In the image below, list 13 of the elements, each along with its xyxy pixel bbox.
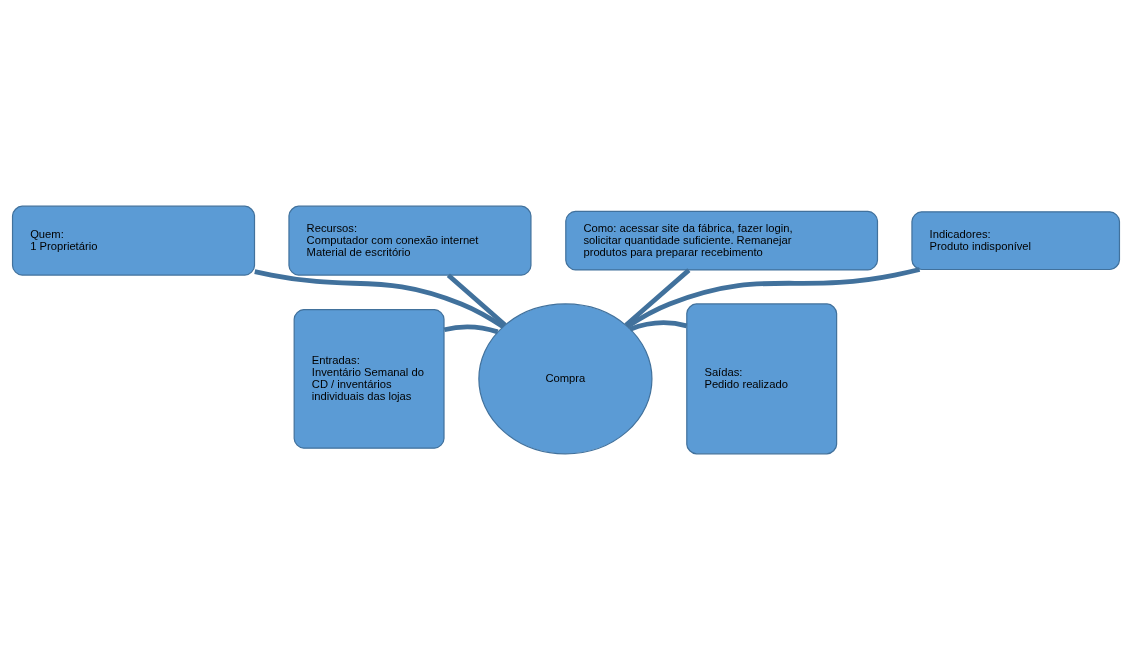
node-box: Entradas: Inventário Semanal do CD / inventários individuais das lojas [293,308,445,449]
connector [629,320,688,332]
connector [446,273,507,327]
connector [624,268,691,327]
connector [254,269,505,329]
node-box: Quem: 1 Proprietário [11,205,256,276]
node-box: Como: acessar site da fábrica, fazer login, solicitar quantidade suficiente. Remanejar produtos para preparar recebimento [565,210,879,271]
node-box: Recursos: Computador com conexão internet Material de escritório [288,205,532,276]
node-box: Indicadores: Produto indisponível [911,211,1121,271]
node-ellipse: Compra [478,303,653,455]
connector [626,267,921,329]
connector [443,324,499,335]
node-box: Saídas: Pedido realizado [686,303,838,455]
